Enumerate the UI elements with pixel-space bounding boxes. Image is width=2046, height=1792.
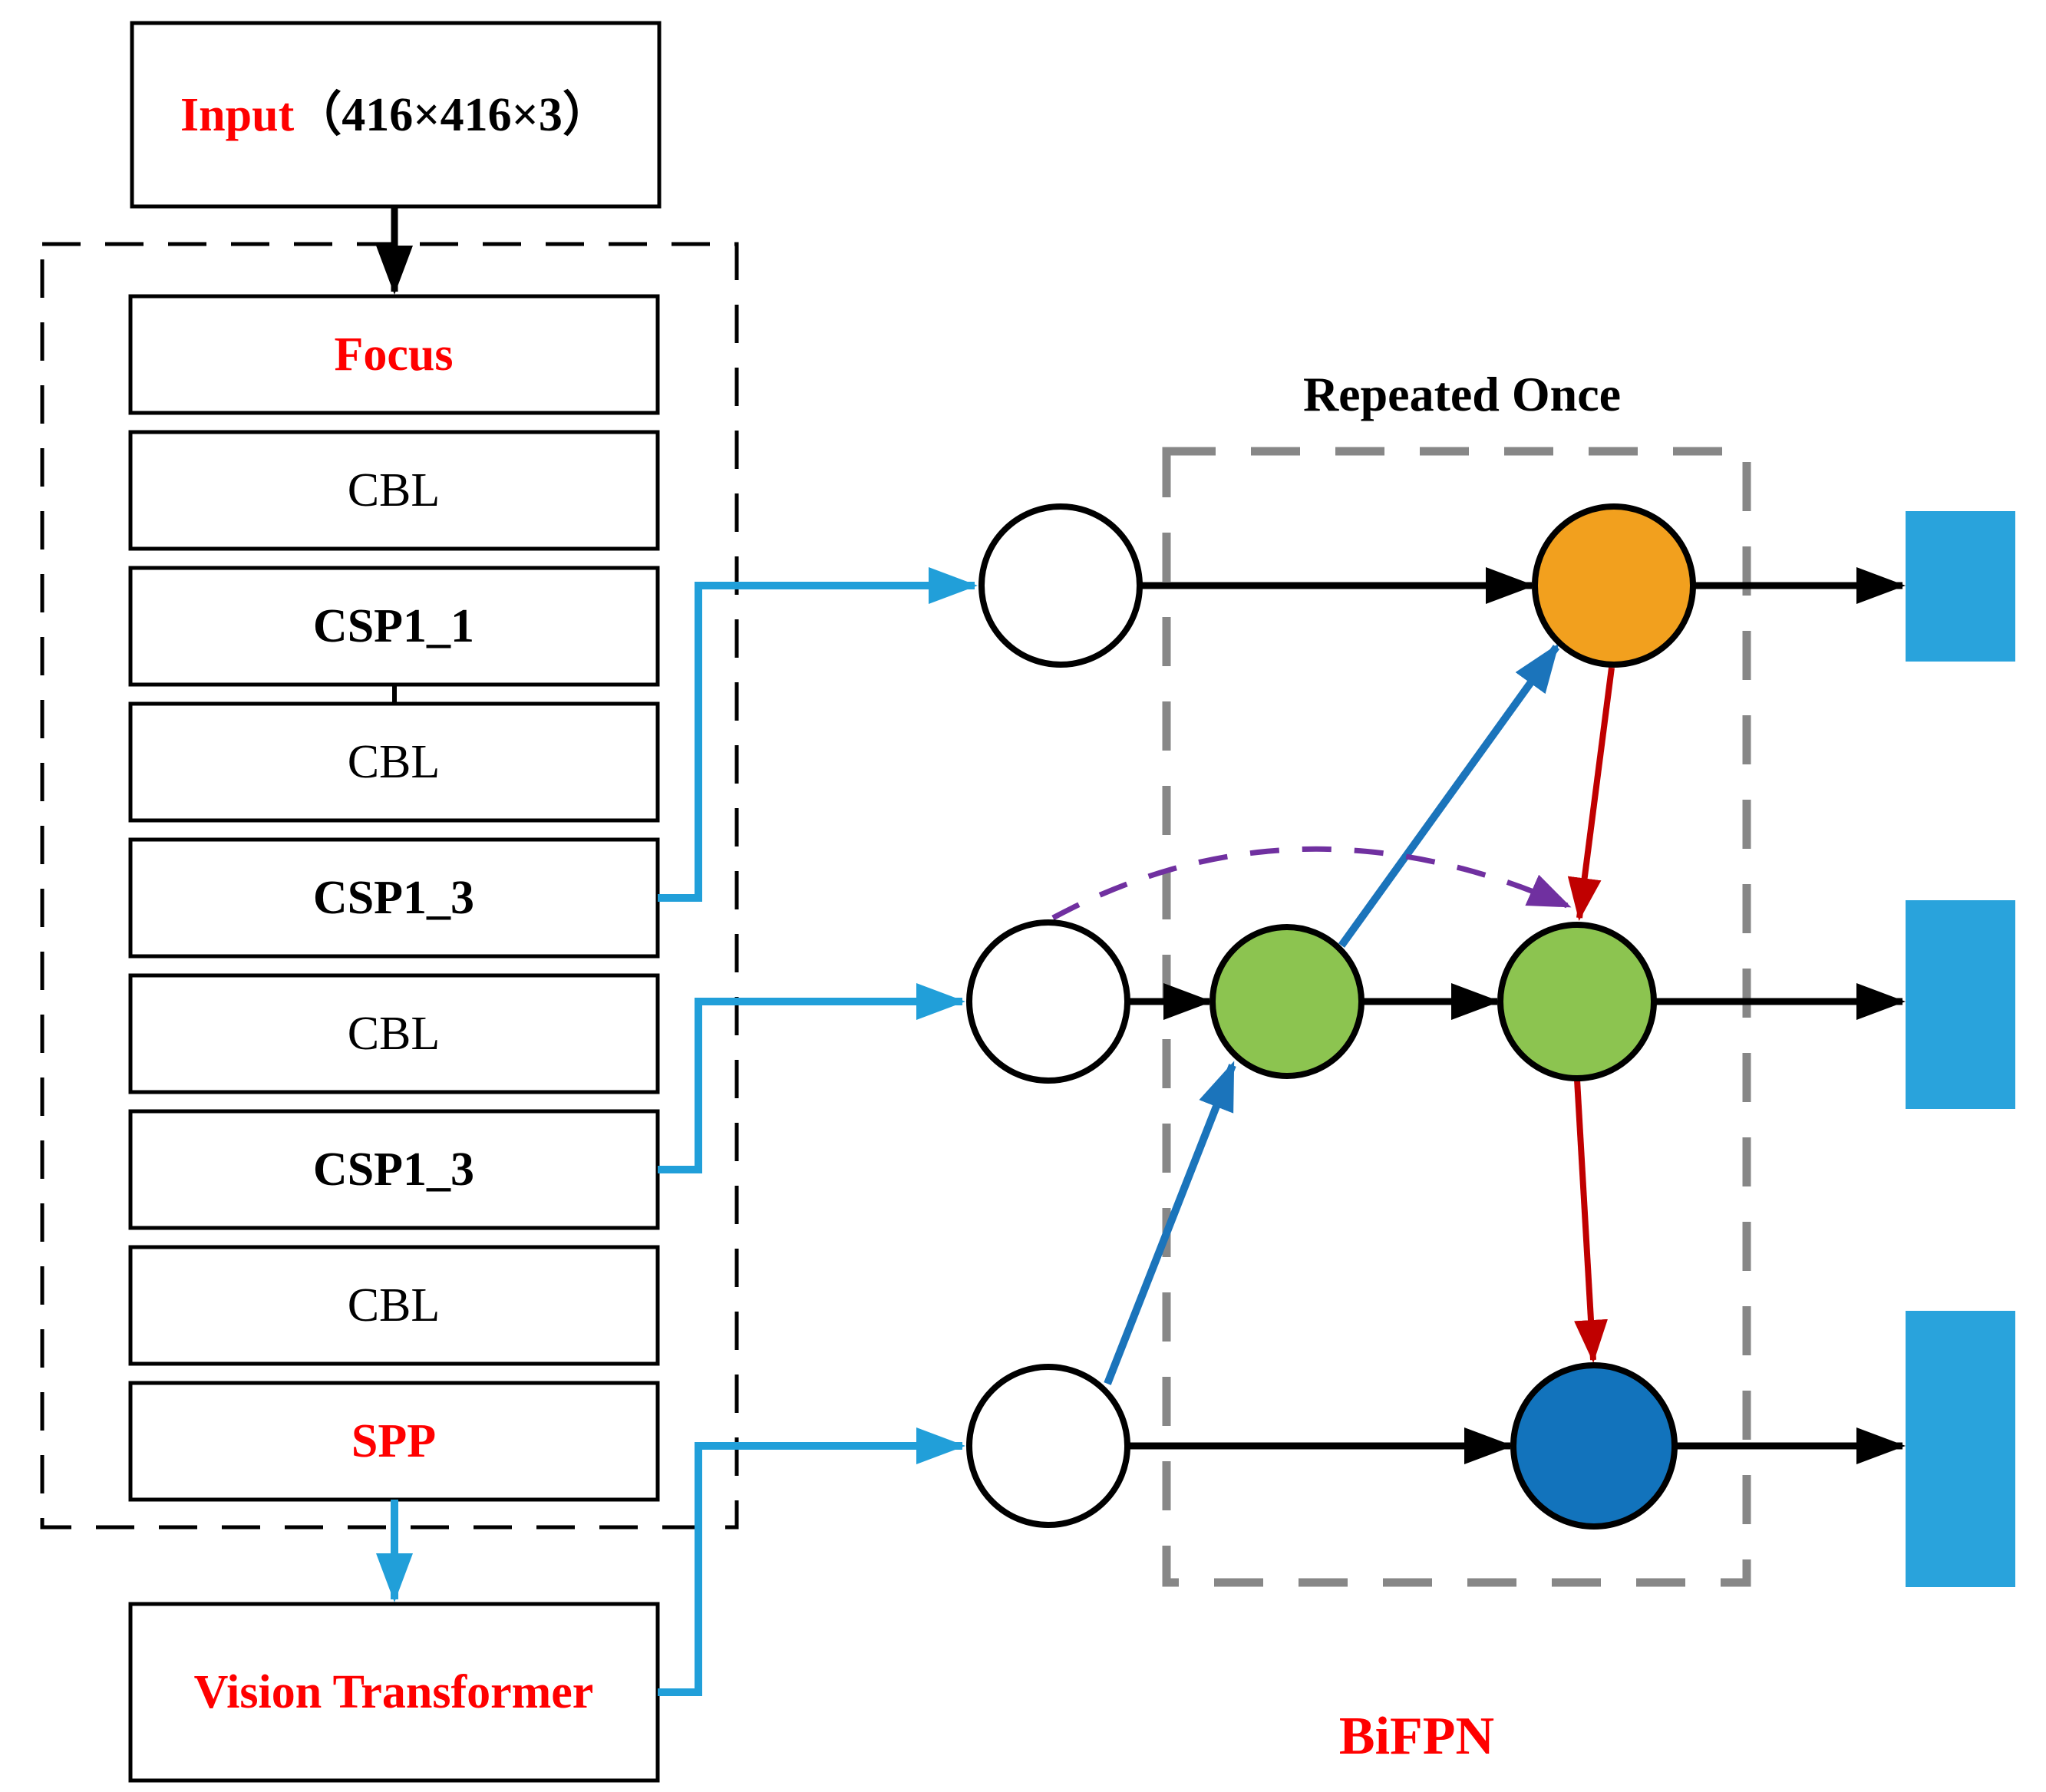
bifpn-label: BiFPN [1339, 1707, 1494, 1766]
block-cbl-4-rect [128, 1245, 660, 1366]
block-csp1-3-second-label: CSP1_3 [313, 1144, 474, 1196]
block-cbl-1-label: CBL [348, 464, 441, 516]
input-box-label: Input（416×416×3） [180, 87, 610, 141]
arrow-top-fused-down-to-mid-fused [1567, 667, 1615, 921]
block-cbl-3-label: CBL [348, 1008, 441, 1060]
block-focus-rect [128, 294, 660, 415]
connector-vit-to-bottom-node [658, 1427, 965, 1696]
block-csp1-1-label: CSP1_1 [313, 600, 474, 652]
block-cbl-4: CBL [128, 1245, 660, 1366]
arrow-mid-intermediate-up-to-top-fused [1338, 643, 1560, 948]
block-csp1-3-first: CSP1_3 [128, 837, 660, 959]
backbone-dashed-box [40, 242, 739, 1530]
bottom-fused-node-circle [1510, 1362, 1678, 1530]
block-cbl-1-rect [128, 430, 660, 551]
block-cbl-2-rect [128, 701, 660, 823]
top-fused-node-circle [1532, 503, 1696, 668]
block-cbl-2: CBL [128, 701, 660, 823]
block-cbl-2-label: CBL [348, 736, 441, 788]
block-cbl-3: CBL [128, 973, 660, 1094]
vision-transformer-label: Vision Transformer [194, 1666, 594, 1718]
top-input-node-circle [978, 503, 1143, 668]
block-csp1-3-first-label: CSP1_3 [313, 872, 474, 924]
bottom-input-node-circle [966, 1364, 1130, 1528]
connector-csp13a-to-top-node [658, 567, 978, 902]
mid-input-node-circle [966, 919, 1130, 1084]
output-medium-feature-map [1906, 900, 2015, 1109]
block-focus: Focus [128, 294, 660, 415]
skip-connection-mid-input-to-mid-fused [1051, 846, 1572, 921]
block-csp1-1: CSP1_1 [128, 566, 660, 687]
input-box: Input（416×416×3） [130, 21, 662, 209]
repeated-once-label: Repeated Once [1303, 367, 1621, 421]
bifpn-dashed-box [1162, 447, 1751, 1587]
output-small-feature-map [1906, 511, 2015, 662]
block-csp1-3-first-rect [128, 837, 660, 959]
block-spp: SPP [128, 1381, 660, 1502]
block-cbl-4-label: CBL [348, 1279, 441, 1332]
arrow-mid-fused-down-to-bottom-fused [1574, 1079, 1608, 1363]
arrow-bottom-node-up-to-mid-intermediate [1104, 1061, 1236, 1385]
block-spp-label: SPP [351, 1415, 436, 1467]
block-csp1-1-rect [128, 566, 660, 687]
connector-csp13b-to-mid-node [658, 983, 965, 1173]
mid-fused-node-circle [1497, 922, 1657, 1081]
vision-transformer-box: Vision Transformer [128, 1602, 660, 1783]
block-csp1-3-second: CSP1_3 [128, 1109, 660, 1230]
block-cbl-1: CBL [128, 430, 660, 551]
block-cbl-3-rect [128, 973, 660, 1094]
block-focus-label: Focus [335, 328, 454, 381]
output-large-feature-map [1906, 1311, 2015, 1587]
mid-intermediate-node-circle [1209, 924, 1365, 1079]
input-box-rect [130, 21, 662, 209]
